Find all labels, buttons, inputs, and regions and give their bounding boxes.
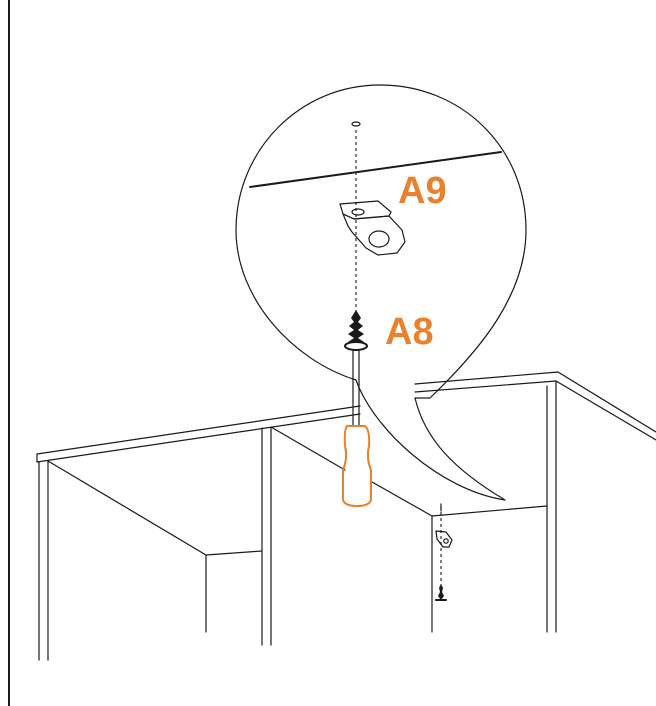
- angle-bracket-icon: [339, 200, 406, 256]
- zoom-bubble: [235, 84, 527, 501]
- small-bracket-detail: [435, 503, 453, 601]
- screw-icon: [438, 584, 444, 600]
- label-screw-a8: A8: [385, 311, 434, 353]
- label-bracket-a9: A9: [398, 170, 447, 212]
- board-edge-line: [249, 151, 502, 188]
- angle-bracket-icon: [435, 530, 453, 548]
- screwdriver-icon: [342, 425, 372, 507]
- screw-icon: [344, 310, 368, 351]
- cabinet-outline: [36, 371, 656, 661]
